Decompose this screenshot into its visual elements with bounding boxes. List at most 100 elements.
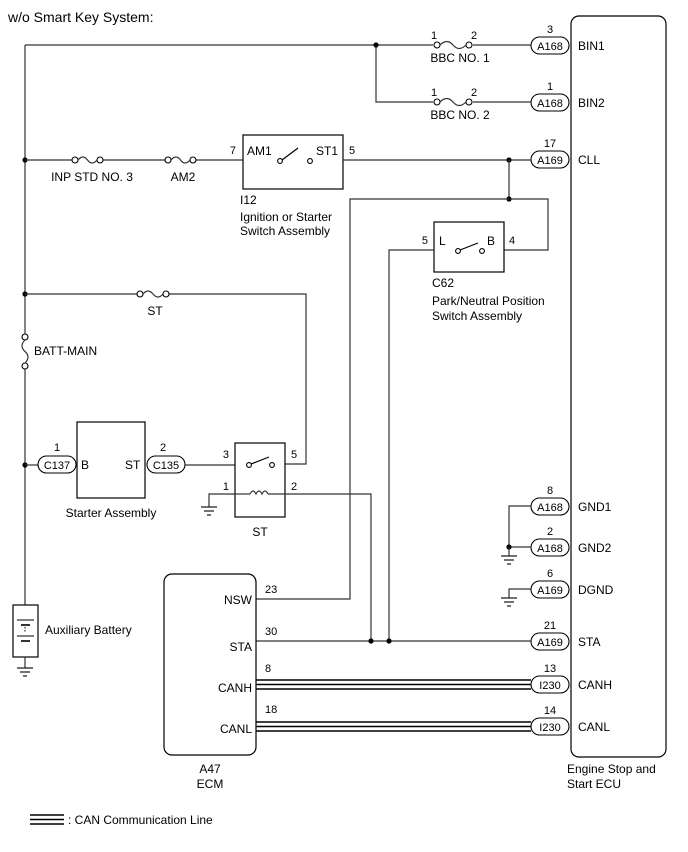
ecu-terminal-bin1: BIN1	[578, 39, 605, 53]
batt-main-label: BATT-MAIN	[34, 344, 97, 358]
st-relay-contact-icon	[246, 456, 275, 468]
svg-text:17: 17	[544, 138, 556, 150]
engine-stop-start-ecu-box	[570, 15, 667, 758]
ecu-connector-gnd2: A168 2	[530, 526, 570, 557]
battery-ground-icon	[17, 667, 33, 677]
starter-assembly-name: Starter Assembly	[66, 506, 157, 520]
ecm-pin-canh: 8	[265, 663, 271, 675]
st-relay-name: ST	[252, 525, 268, 539]
ecu-terminal-gnd2: GND2	[578, 541, 612, 555]
svg-text:I230: I230	[539, 680, 560, 692]
ecm-terminal-canl: CANL	[220, 722, 252, 736]
ecu-name-line2: Start ECU	[567, 777, 621, 791]
bbc-no2-label: BBC NO. 2	[430, 108, 490, 122]
ecu-terminal-gnd1: GND1	[578, 500, 612, 514]
svg-text:1: 1	[547, 81, 553, 93]
wire-pn-l-to-sta	[388, 249, 434, 641]
st-relay-coil-icon	[235, 490, 285, 496]
ecu-terminal-dgnd: DGND	[578, 583, 614, 597]
ecu-connector-canh: I230 13	[530, 663, 570, 694]
st-relay-ground-wire	[208, 493, 235, 507]
ecu-terminal-bin2: BIN2	[578, 96, 605, 110]
wire-st-fuse	[25, 293, 307, 465]
inp-std-no3-fuse-icon	[71, 156, 104, 164]
ecu-ground-icon	[501, 555, 517, 565]
ecu-connector-dgnd: A169 6	[530, 568, 570, 599]
svg-text:A169: A169	[537, 155, 563, 167]
ecu-connector-gnd1: A168 8	[530, 485, 570, 516]
pn-switch-name-line2: Switch Assembly	[432, 309, 522, 323]
ecu-connector-cll: A169 17	[530, 138, 570, 169]
am2-fuse-icon	[164, 156, 197, 164]
ignition-pin-right: 5	[349, 145, 355, 157]
ecu-connector-bin2: A168 1	[530, 81, 570, 112]
wire-bin2	[375, 45, 531, 103]
pn-switch-contact-icon	[455, 242, 485, 254]
svg-text:I230: I230	[539, 722, 560, 734]
st-fuse-label: ST	[147, 304, 163, 318]
starter-conn-c137: C137	[37, 455, 77, 474]
svg-text:A168: A168	[537, 41, 563, 53]
ecu-terminal-canh: CANH	[578, 678, 612, 692]
wire-relay-to-sta	[285, 493, 372, 641]
svg-text:21: 21	[544, 620, 556, 632]
starter-assembly-box	[76, 421, 146, 499]
ecm-box	[163, 573, 257, 756]
ignition-switch-box	[242, 134, 344, 190]
svg-text:A168: A168	[537, 98, 563, 110]
ignition-switch-name-line1: Ignition or Starter	[240, 210, 332, 224]
am2-label: AM2	[171, 170, 196, 184]
svg-text:2: 2	[547, 526, 553, 538]
wire-dgnd	[508, 588, 531, 598]
dgnd-ground-icon	[501, 597, 517, 607]
ecm-pin-nsw: 23	[265, 584, 277, 596]
ecu-terminal-canl: CANL	[578, 720, 610, 734]
ecu-connector-bin1: A168 3	[530, 24, 570, 55]
ecm-code: A47	[199, 762, 221, 776]
pn-term-l: L	[439, 234, 446, 248]
can-legend-icon	[30, 814, 64, 825]
svg-text:14: 14	[544, 705, 556, 717]
ecm-name: ECM	[197, 777, 224, 791]
starter-term-b: B	[81, 458, 89, 472]
svg-text:A168: A168	[537, 543, 563, 555]
ecm-pin-sta: 30	[265, 626, 277, 638]
ecu-connector-canl: I230 14	[530, 705, 570, 736]
ecm-terminal-nsw: NSW	[224, 593, 253, 607]
pn-pin-left: 5	[422, 235, 428, 247]
st-relay-ground-icon	[201, 506, 217, 516]
ecm-terminal-canh: CANH	[218, 681, 252, 695]
can-high-line	[256, 679, 531, 690]
svg-text:6: 6	[547, 568, 553, 580]
st-fuse-icon	[136, 290, 170, 298]
ignition-term-am1: AM1	[247, 144, 272, 158]
svg-text:13: 13	[544, 663, 556, 675]
battery-icon	[17, 619, 34, 642]
ignition-pin-left: 7	[230, 145, 236, 157]
ecu-name-line1: Engine Stop and	[567, 762, 656, 776]
bbc-no2-pin-left: 1	[431, 87, 437, 99]
wire-gnd1-gnd2	[508, 505, 531, 548]
svg-text:A169: A169	[537, 637, 563, 649]
svg-text:A168: A168	[537, 502, 563, 514]
starter-term-st: ST	[125, 458, 141, 472]
inp-std-no3-label: INP STD NO. 3	[51, 170, 133, 184]
svg-text:C137: C137	[44, 460, 70, 472]
st-relay-pin-3: 3	[223, 449, 229, 461]
ignition-switch-contact-icon	[277, 147, 313, 164]
bbc-no1-label: BBC NO. 1	[430, 51, 490, 65]
st-relay-box	[234, 442, 286, 518]
pn-term-b: B	[487, 234, 495, 248]
st-relay-pin-5: 5	[291, 449, 297, 461]
svg-text:3: 3	[547, 24, 553, 36]
bbc-no2-fuse-icon	[433, 97, 473, 107]
can-legend-label: : CAN Communication Line	[68, 813, 213, 827]
svg-text:8: 8	[547, 485, 553, 497]
bbc-no1-pin-left: 1	[431, 30, 437, 42]
starter-pin-right: 2	[160, 442, 166, 454]
ecu-terminal-cll: CLL	[578, 153, 600, 167]
pn-switch-name-line1: Park/Neutral Position	[432, 294, 545, 308]
bbc-no1-fuse-icon	[433, 40, 473, 50]
wire-pn-b-to-nsw	[256, 198, 549, 600]
